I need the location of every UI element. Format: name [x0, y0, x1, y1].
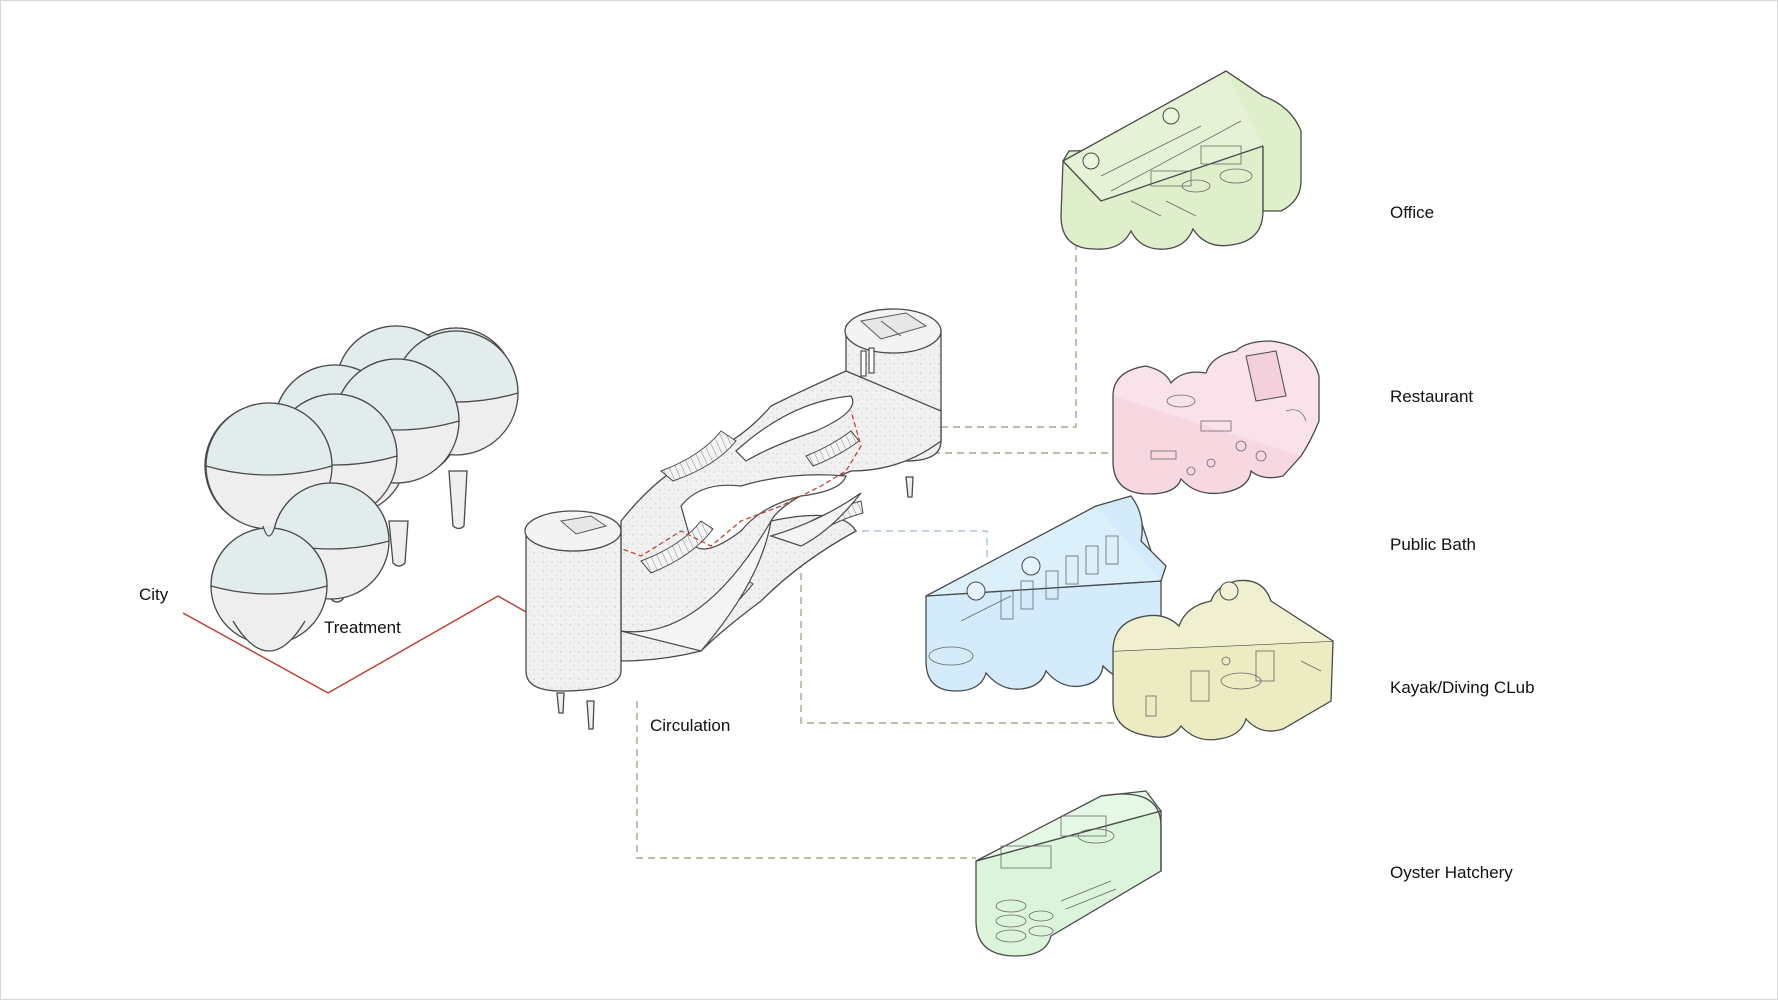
left-tower — [524, 510, 622, 692]
connector-kayak — [800, 561, 1141, 724]
circulation-void-middle — [680, 474, 847, 550]
connector-oyster — [636, 701, 976, 859]
label-office: Office — [1390, 203, 1435, 222]
kayak-module — [1112, 579, 1334, 741]
oyster-interior — [995, 815, 1117, 943]
circulation-legs — [556, 476, 914, 730]
public-bath-module — [925, 495, 1167, 692]
public-bath-interior — [928, 535, 1119, 666]
treatment-sphere-cluster — [204, 325, 519, 652]
label-treatment: Treatment — [324, 618, 401, 637]
circulation-building — [524, 308, 942, 730]
circulation-wing-upper — [769, 492, 862, 547]
circulation-red-path — [600, 410, 862, 557]
circulation-void-upper — [735, 395, 854, 462]
label-restaurant: Restaurant — [1390, 387, 1474, 406]
label-kayak: Kayak/Diving CLub — [1390, 678, 1535, 697]
label-city: City — [139, 585, 169, 604]
kayak-interior — [1145, 650, 1322, 717]
oyster-module — [975, 790, 1163, 957]
circulation-wing-lower — [620, 520, 772, 652]
label-circulation: Circulation — [650, 716, 731, 735]
connector-office — [941, 216, 1077, 428]
label-public-bath: Public Bath — [1390, 535, 1476, 554]
lower-spheres — [210, 482, 390, 652]
restaurant-interior — [1150, 394, 1307, 476]
circulation-deck — [620, 370, 942, 662]
label-oyster: Oyster Hatchery — [1390, 863, 1513, 882]
office-module — [1060, 70, 1302, 250]
office-interior — [1100, 120, 1253, 217]
restaurant-module — [1112, 340, 1320, 495]
